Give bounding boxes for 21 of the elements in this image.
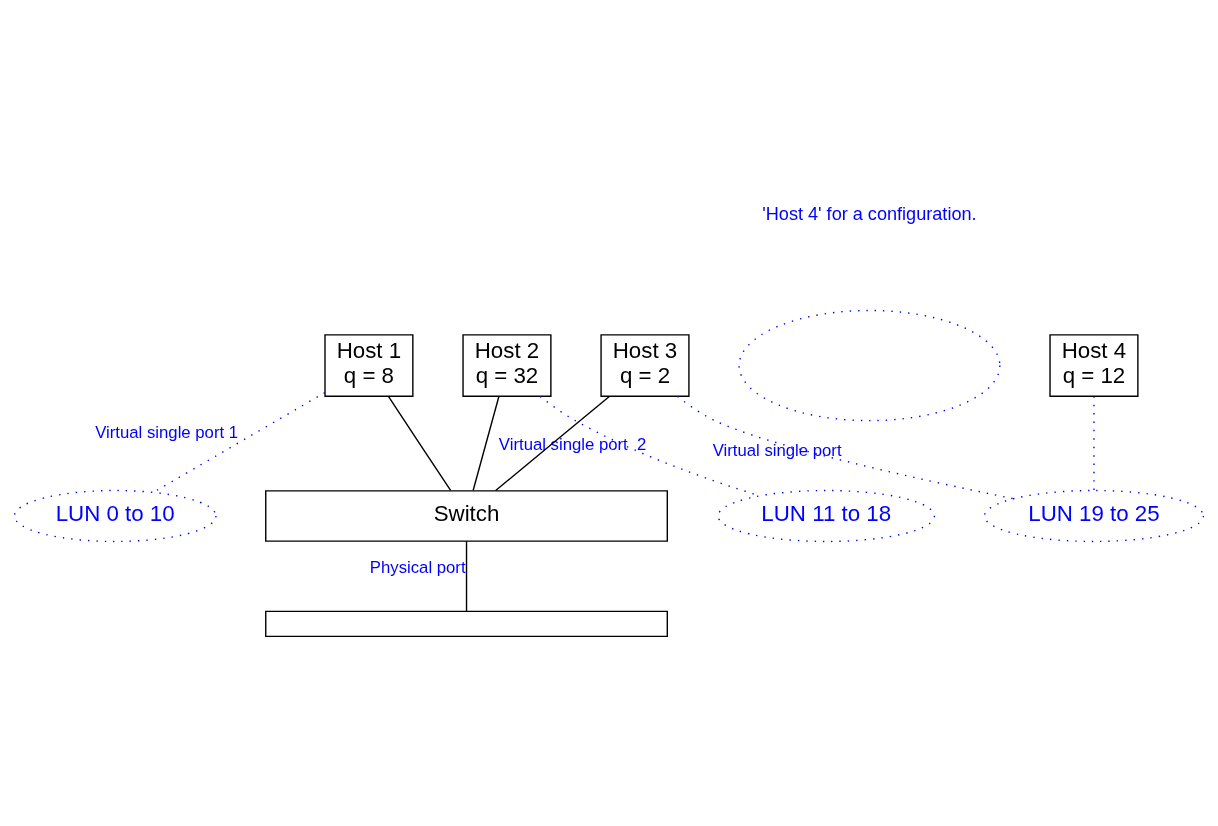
node-bar [265,610,668,637]
connector [465,540,468,612]
node-box: Switch [265,489,668,542]
connector [472,395,500,491]
label: 'Host 4' for a configuration. [762,203,977,224]
node-circle [738,309,1001,421]
node-box: Host 4 q = 12 [1049,333,1139,397]
node-box: Host 3 q = 2 [600,333,690,397]
node-ellipse: LUN 11 to 18 [717,489,936,542]
connector [387,395,452,491]
node-ellipse: LUN 0 to 10 [13,489,217,542]
node-ellipse: LUN 19 to 25 [983,489,1205,542]
edge-label: Virtual single port 1 [95,422,239,442]
edge-label: Virtual single port [712,440,842,460]
node-box: Host 2 q = 32 [462,333,552,397]
edge-label: Physical port [369,557,466,577]
edge-label: Virtual single port 2 [498,434,647,454]
connector [494,395,610,491]
connector [676,395,1014,499]
connector [1093,395,1095,491]
node-box: Host 1 q = 8 [324,333,414,397]
